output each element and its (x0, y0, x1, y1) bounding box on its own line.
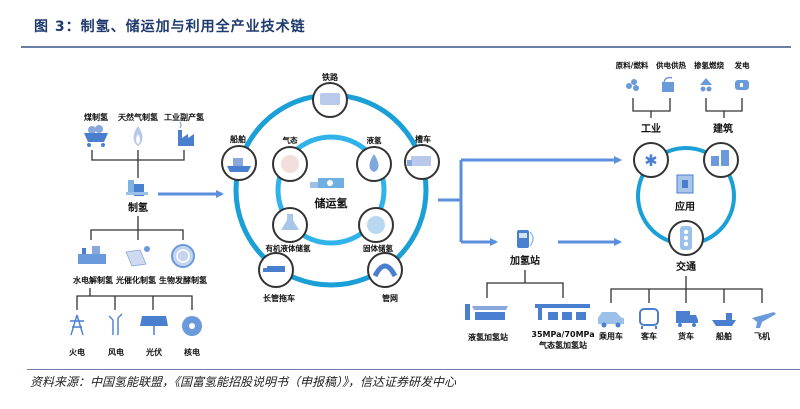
inner-node-liquid: 液氢 (356, 135, 392, 182)
application-title: 应用 (675, 200, 695, 213)
method-label: 生物发酵制氢 (159, 275, 207, 285)
liquid-station-label: 液氢加氢站 (468, 332, 508, 342)
hydrogen-pump-icon (517, 230, 534, 248)
source-label: 天然气制氢 (118, 112, 158, 122)
industry-label: 工业 (641, 122, 661, 135)
storage-truck-icon (310, 178, 344, 188)
distribution-arrows (438, 156, 622, 246)
title-divider (21, 46, 791, 48)
electrolysis-plant-icon (78, 246, 106, 264)
gas-flame-icon (133, 126, 143, 146)
inner-node-solid: 固体储氢 (358, 207, 394, 253)
outer-node-tube-trailer: 长管拖车 (258, 252, 295, 303)
connector-lines (90, 216, 184, 240)
train-label: 铁路 (322, 72, 339, 82)
power-label: 风电 (108, 347, 124, 357)
application-section: 原料/燃料 供电供热 掺氢燃烧 发电 工业 建筑 应用 (598, 60, 776, 341)
hydrogen-production-icon (126, 180, 148, 196)
organic-label: 有机液体储氢 (266, 243, 311, 253)
transport-child-label: 客车 (640, 331, 657, 341)
blend-combustion-icon (700, 78, 712, 92)
bus-icon (639, 308, 659, 329)
outer-node-pipeline: 管网 (367, 252, 403, 303)
building-label: 建筑 (712, 122, 733, 135)
inner-node-organic: 有机液体储氢 (266, 207, 311, 253)
figure-title: 图 3：制氢、储运加与利用全产业技术链 (34, 19, 306, 35)
outer-node-ship: 船舶 (221, 134, 257, 181)
refueling-title: 加氢站 (509, 254, 540, 267)
source-note: 资料来源：中国氢能联盟，《国富氢能招股说明书（申报稿）》，信达证券研发中心 (30, 375, 457, 389)
gas-label: 气态 (282, 135, 298, 145)
source-label: 煤制氢 (84, 112, 108, 122)
car-icon (598, 312, 624, 328)
connector-lines (610, 276, 763, 303)
raw-material-icon (626, 79, 639, 91)
gas-station-label-2: 气态氢加氢站 (538, 340, 587, 350)
storage-section: 储运氢 铁路 槽车 管网 长管拖车 船舶 (221, 72, 440, 303)
building-icon (711, 150, 729, 166)
bio-fermentation-icon (171, 244, 195, 268)
tank-truck-label: 槽车 (415, 134, 431, 144)
power-tower-icon (70, 314, 84, 336)
solar-panel-icon (140, 316, 168, 335)
application-doc-icon (676, 174, 694, 194)
power-label: 光伏 (145, 347, 162, 357)
connector-lines (91, 150, 185, 178)
gas-station-label: 35MPa/70MPa (531, 330, 594, 339)
coal-cart-icon (84, 125, 108, 147)
ship-label: 船舶 (230, 134, 246, 144)
industry-child-label: 原料/燃料 (616, 60, 649, 70)
inner-node-gas: 气态 (272, 135, 308, 182)
outer-node-train: 铁路 (312, 72, 348, 118)
connector-lines (76, 288, 193, 310)
wind-turbine-icon (108, 313, 123, 335)
storage-title: 储运氢 (315, 196, 348, 210)
building-child-label: 掺氢燃烧 (694, 60, 724, 70)
outer-node-tank-truck: 槽车 (404, 134, 440, 180)
traffic-light-icon (680, 226, 692, 250)
footer-divider (27, 369, 800, 370)
gas-station-icon (535, 304, 590, 320)
power-label: 核电 (184, 347, 200, 357)
solar-catalysis-icon (125, 246, 150, 267)
building-child-label: 发电 (734, 60, 750, 70)
transport-node (668, 220, 704, 256)
building-node (703, 142, 739, 178)
nuclear-icon (182, 316, 202, 336)
snowflake-icon: ✱ (644, 151, 657, 170)
tube-trailer-label: 长管拖车 (263, 293, 295, 303)
power-label: 火电 (69, 347, 85, 357)
transport-child-label: 船舶 (716, 331, 732, 341)
method-label: 水电解制氢 (72, 275, 113, 285)
heat-plant-icon (662, 76, 674, 92)
production-section: 煤制氢 天然气制氢 工业副产氢 制氢 (69, 112, 224, 357)
liquid-station-icon (465, 304, 508, 320)
battery-icon (735, 80, 749, 90)
source-label: 工业副产氢 (164, 112, 204, 122)
production-title: 制氢 (128, 201, 148, 214)
inner-ring (275, 134, 387, 246)
liquid-label: 液氢 (367, 135, 382, 145)
truck-icon (676, 311, 698, 327)
factory-icon (178, 121, 194, 146)
airplane-icon (752, 312, 776, 328)
industry-child-label: 供电供热 (655, 60, 686, 70)
transport-child-label: 乘用车 (598, 331, 623, 341)
connector-lines (486, 270, 564, 298)
transport-child-label: 飞机 (754, 331, 770, 341)
cargo-ship-icon (712, 313, 736, 326)
transport-child-label: 货车 (677, 331, 694, 341)
industry-node: ✱ (633, 142, 669, 178)
transport-label: 交通 (676, 260, 696, 273)
pipeline-label: 管网 (382, 293, 398, 303)
method-label: 光催化制氢 (115, 275, 156, 285)
connector-lines (632, 98, 743, 118)
refueling-section: 加氢站 液氢加氢站 35MPa/70MPa 气态氢加氢站 (465, 230, 595, 350)
solid-label: 固体储氢 (363, 243, 393, 253)
